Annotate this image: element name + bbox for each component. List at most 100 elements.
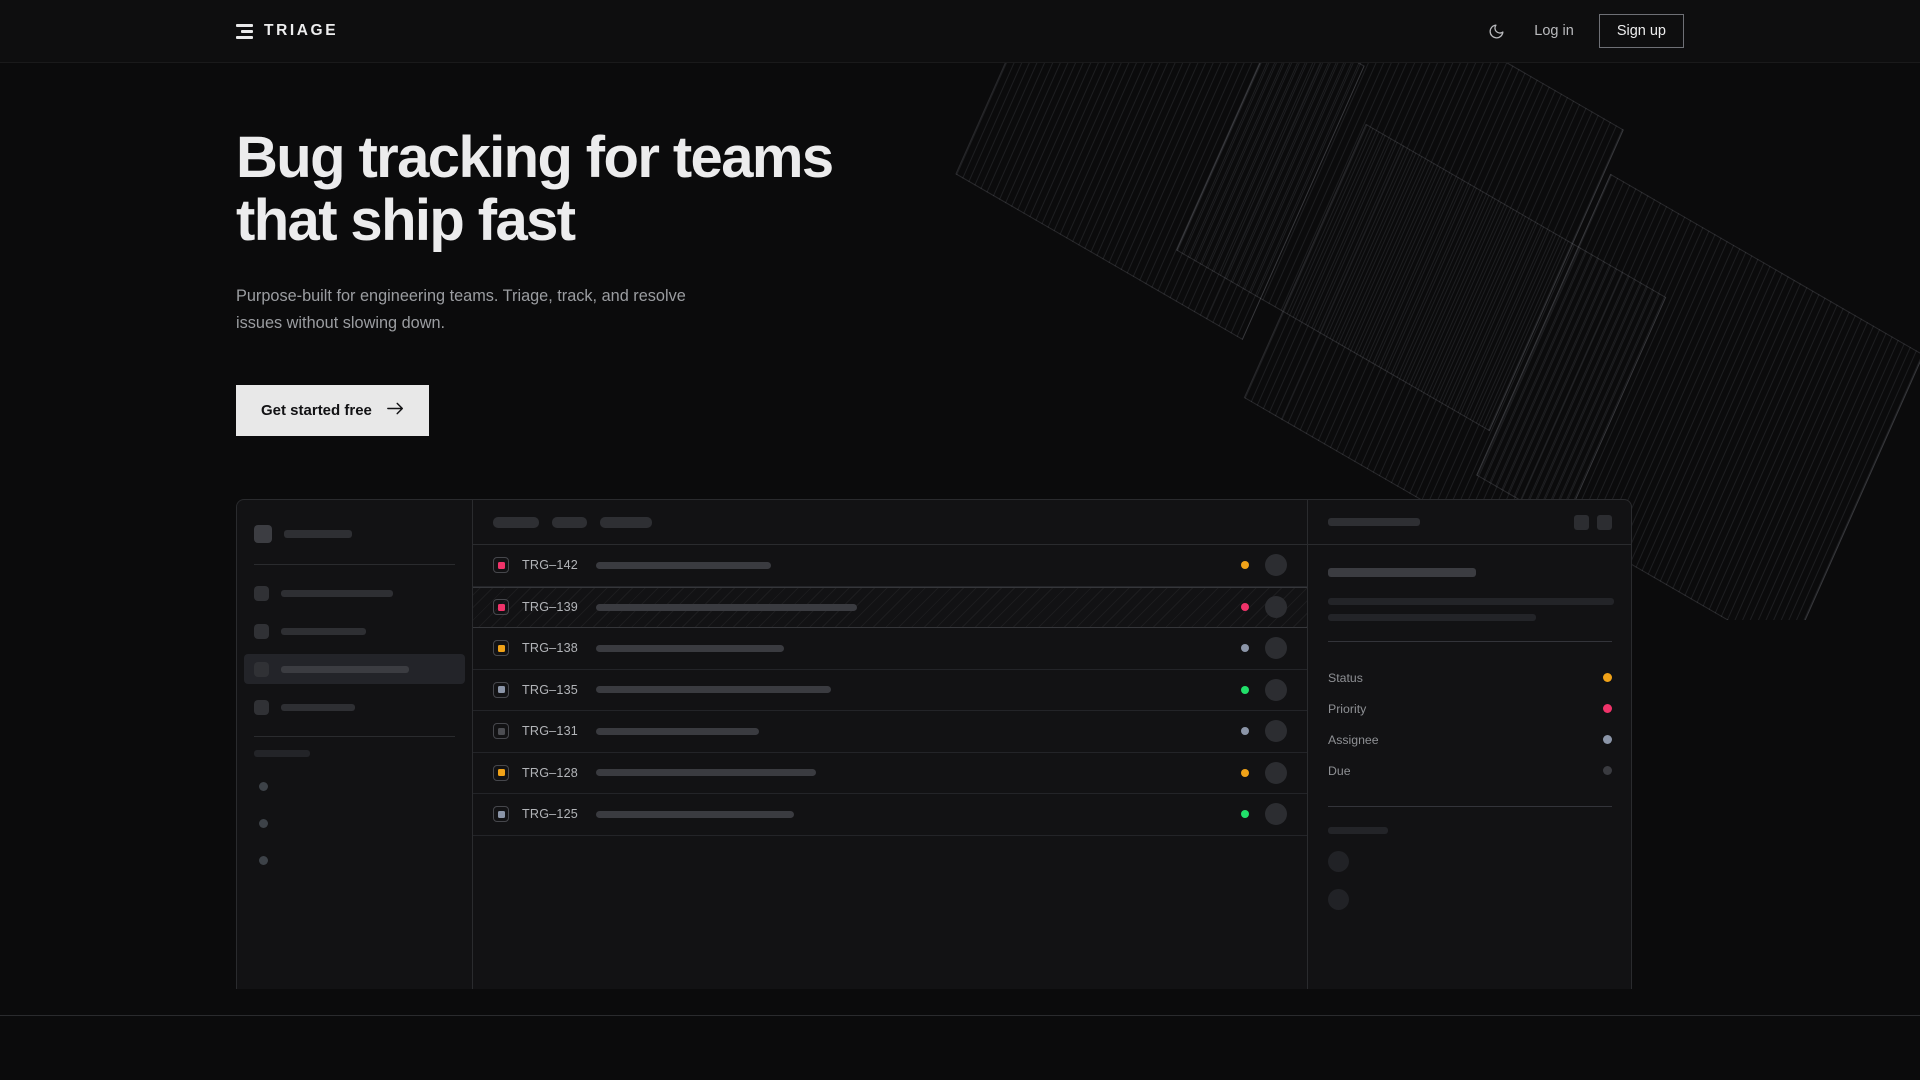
site-header: TRIAGE Log in Sign up [0, 0, 1920, 63]
sidebar-bullet-icon[interactable] [259, 819, 268, 829]
mock-detail-header [1308, 500, 1631, 546]
status-badge [1241, 727, 1249, 736]
sidebar-item[interactable] [244, 692, 465, 722]
table-row[interactable]: TRG–139 [473, 586, 1307, 629]
issue-title-skeleton [596, 561, 771, 569]
priority-badge-icon [493, 599, 509, 616]
brand-name: TRIAGE [264, 22, 339, 39]
avatar[interactable] [1265, 637, 1287, 660]
priority-badge-icon [493, 640, 509, 657]
header-actions: Log in Sign up [1483, 14, 1684, 48]
detail-description-line-skeleton [1328, 598, 1614, 606]
signup-button[interactable]: Sign up [1598, 14, 1684, 48]
detail-meta-row[interactable]: Priority [1328, 693, 1612, 724]
list-toolbar-control[interactable] [600, 516, 652, 528]
detail-meta-value-dot [1603, 673, 1612, 683]
divider [254, 736, 455, 738]
avatar[interactable] [1265, 554, 1287, 577]
avatar[interactable] [1265, 761, 1287, 784]
table-row[interactable]: TRG–135 [473, 670, 1307, 712]
issue-id: TRG–138 [522, 641, 578, 656]
table-row[interactable]: TRG–138 [473, 628, 1307, 670]
row-meta [1241, 803, 1287, 826]
table-row[interactable]: TRG–142 [473, 545, 1307, 587]
divider [1328, 806, 1612, 808]
issue-id: TRG–128 [522, 765, 578, 780]
priority-badge-icon [493, 557, 509, 574]
detail-meta-row[interactable]: Assignee [1328, 724, 1612, 755]
sidebar-item-label-skeleton [281, 665, 409, 673]
detail-meta-label: Due [1328, 763, 1351, 778]
detail-action-button[interactable] [1597, 514, 1612, 530]
row-meta [1241, 554, 1287, 577]
list-toolbar-control[interactable] [552, 516, 587, 528]
detail-action-button[interactable] [1574, 514, 1589, 530]
priority-badge-icon [493, 764, 509, 781]
sidebar-bullet-icon[interactable] [259, 856, 268, 866]
row-meta [1241, 637, 1287, 660]
detail-meta-label: Priority [1328, 701, 1367, 716]
issue-title-skeleton [596, 769, 816, 777]
issue-id: TRG–125 [522, 807, 578, 822]
avatar[interactable] [1265, 678, 1287, 701]
brand-logo[interactable]: TRIAGE [236, 22, 338, 40]
page-title: Bug tracking for teams that ship fast [236, 125, 834, 253]
row-meta [1241, 596, 1287, 619]
sidebar-item-label-skeleton [281, 703, 355, 711]
detail-meta-label: Status [1328, 670, 1363, 685]
row-meta [1241, 761, 1287, 784]
mock-sidebar-bullets [254, 778, 455, 866]
detail-meta-row[interactable]: Status [1328, 662, 1612, 693]
detail-meta-row[interactable]: Due [1328, 755, 1612, 786]
detail-description-skeletons [1328, 598, 1614, 622]
sidebar-section-label-skeleton [254, 750, 310, 758]
mock-sidebar-nav [244, 578, 465, 722]
sidebar-item[interactable] [244, 654, 465, 685]
issue-id: TRG–135 [522, 682, 578, 697]
sidebar-item-icon [254, 585, 269, 601]
mock-list-toolbar [473, 500, 1307, 546]
sidebar-bullet-icon[interactable] [259, 782, 268, 792]
detail-meta-label: Assignee [1328, 732, 1379, 747]
detail-header-skeleton [1328, 518, 1420, 527]
status-badge [1241, 603, 1249, 612]
detail-meta-value-dot [1603, 735, 1612, 745]
arrow-right-icon [387, 402, 404, 419]
avatar[interactable] [1328, 889, 1349, 911]
issue-id: TRG–131 [522, 724, 578, 739]
table-row[interactable]: TRG–131 [473, 711, 1307, 753]
status-badge [1241, 685, 1249, 694]
mock-sidebar-logo [254, 517, 455, 550]
table-row[interactable]: TRG–125 [473, 794, 1307, 836]
detail-activity-avatars [1328, 851, 1612, 911]
get-started-button[interactable]: Get started free [236, 385, 429, 437]
list-toolbar-control[interactable] [493, 516, 539, 528]
issue-title-skeleton [596, 686, 831, 694]
issue-title-skeleton [596, 810, 794, 818]
sidebar-item-label-skeleton [281, 589, 393, 597]
sidebar-item-icon [254, 699, 269, 715]
priority-badge-icon [493, 681, 509, 698]
sidebar-item-icon [254, 661, 269, 677]
sidebar-item[interactable] [244, 578, 465, 608]
issue-title-skeleton [596, 727, 759, 735]
login-link[interactable]: Log in [1534, 23, 1574, 39]
section-divider [0, 1015, 1920, 1016]
avatar[interactable] [1265, 803, 1287, 826]
avatar[interactable] [1328, 851, 1349, 873]
sidebar-item[interactable] [244, 616, 465, 646]
avatar[interactable] [1265, 720, 1287, 743]
detail-description-line-skeleton [1328, 614, 1536, 622]
avatar[interactable] [1265, 596, 1287, 619]
mock-sidebar [237, 500, 473, 990]
sidebar-logo-skeleton [284, 529, 352, 538]
moon-icon[interactable] [1483, 18, 1509, 44]
table-row[interactable]: TRG–128 [473, 753, 1307, 795]
issue-title-skeleton [596, 644, 784, 652]
app-logo-icon [254, 524, 272, 543]
